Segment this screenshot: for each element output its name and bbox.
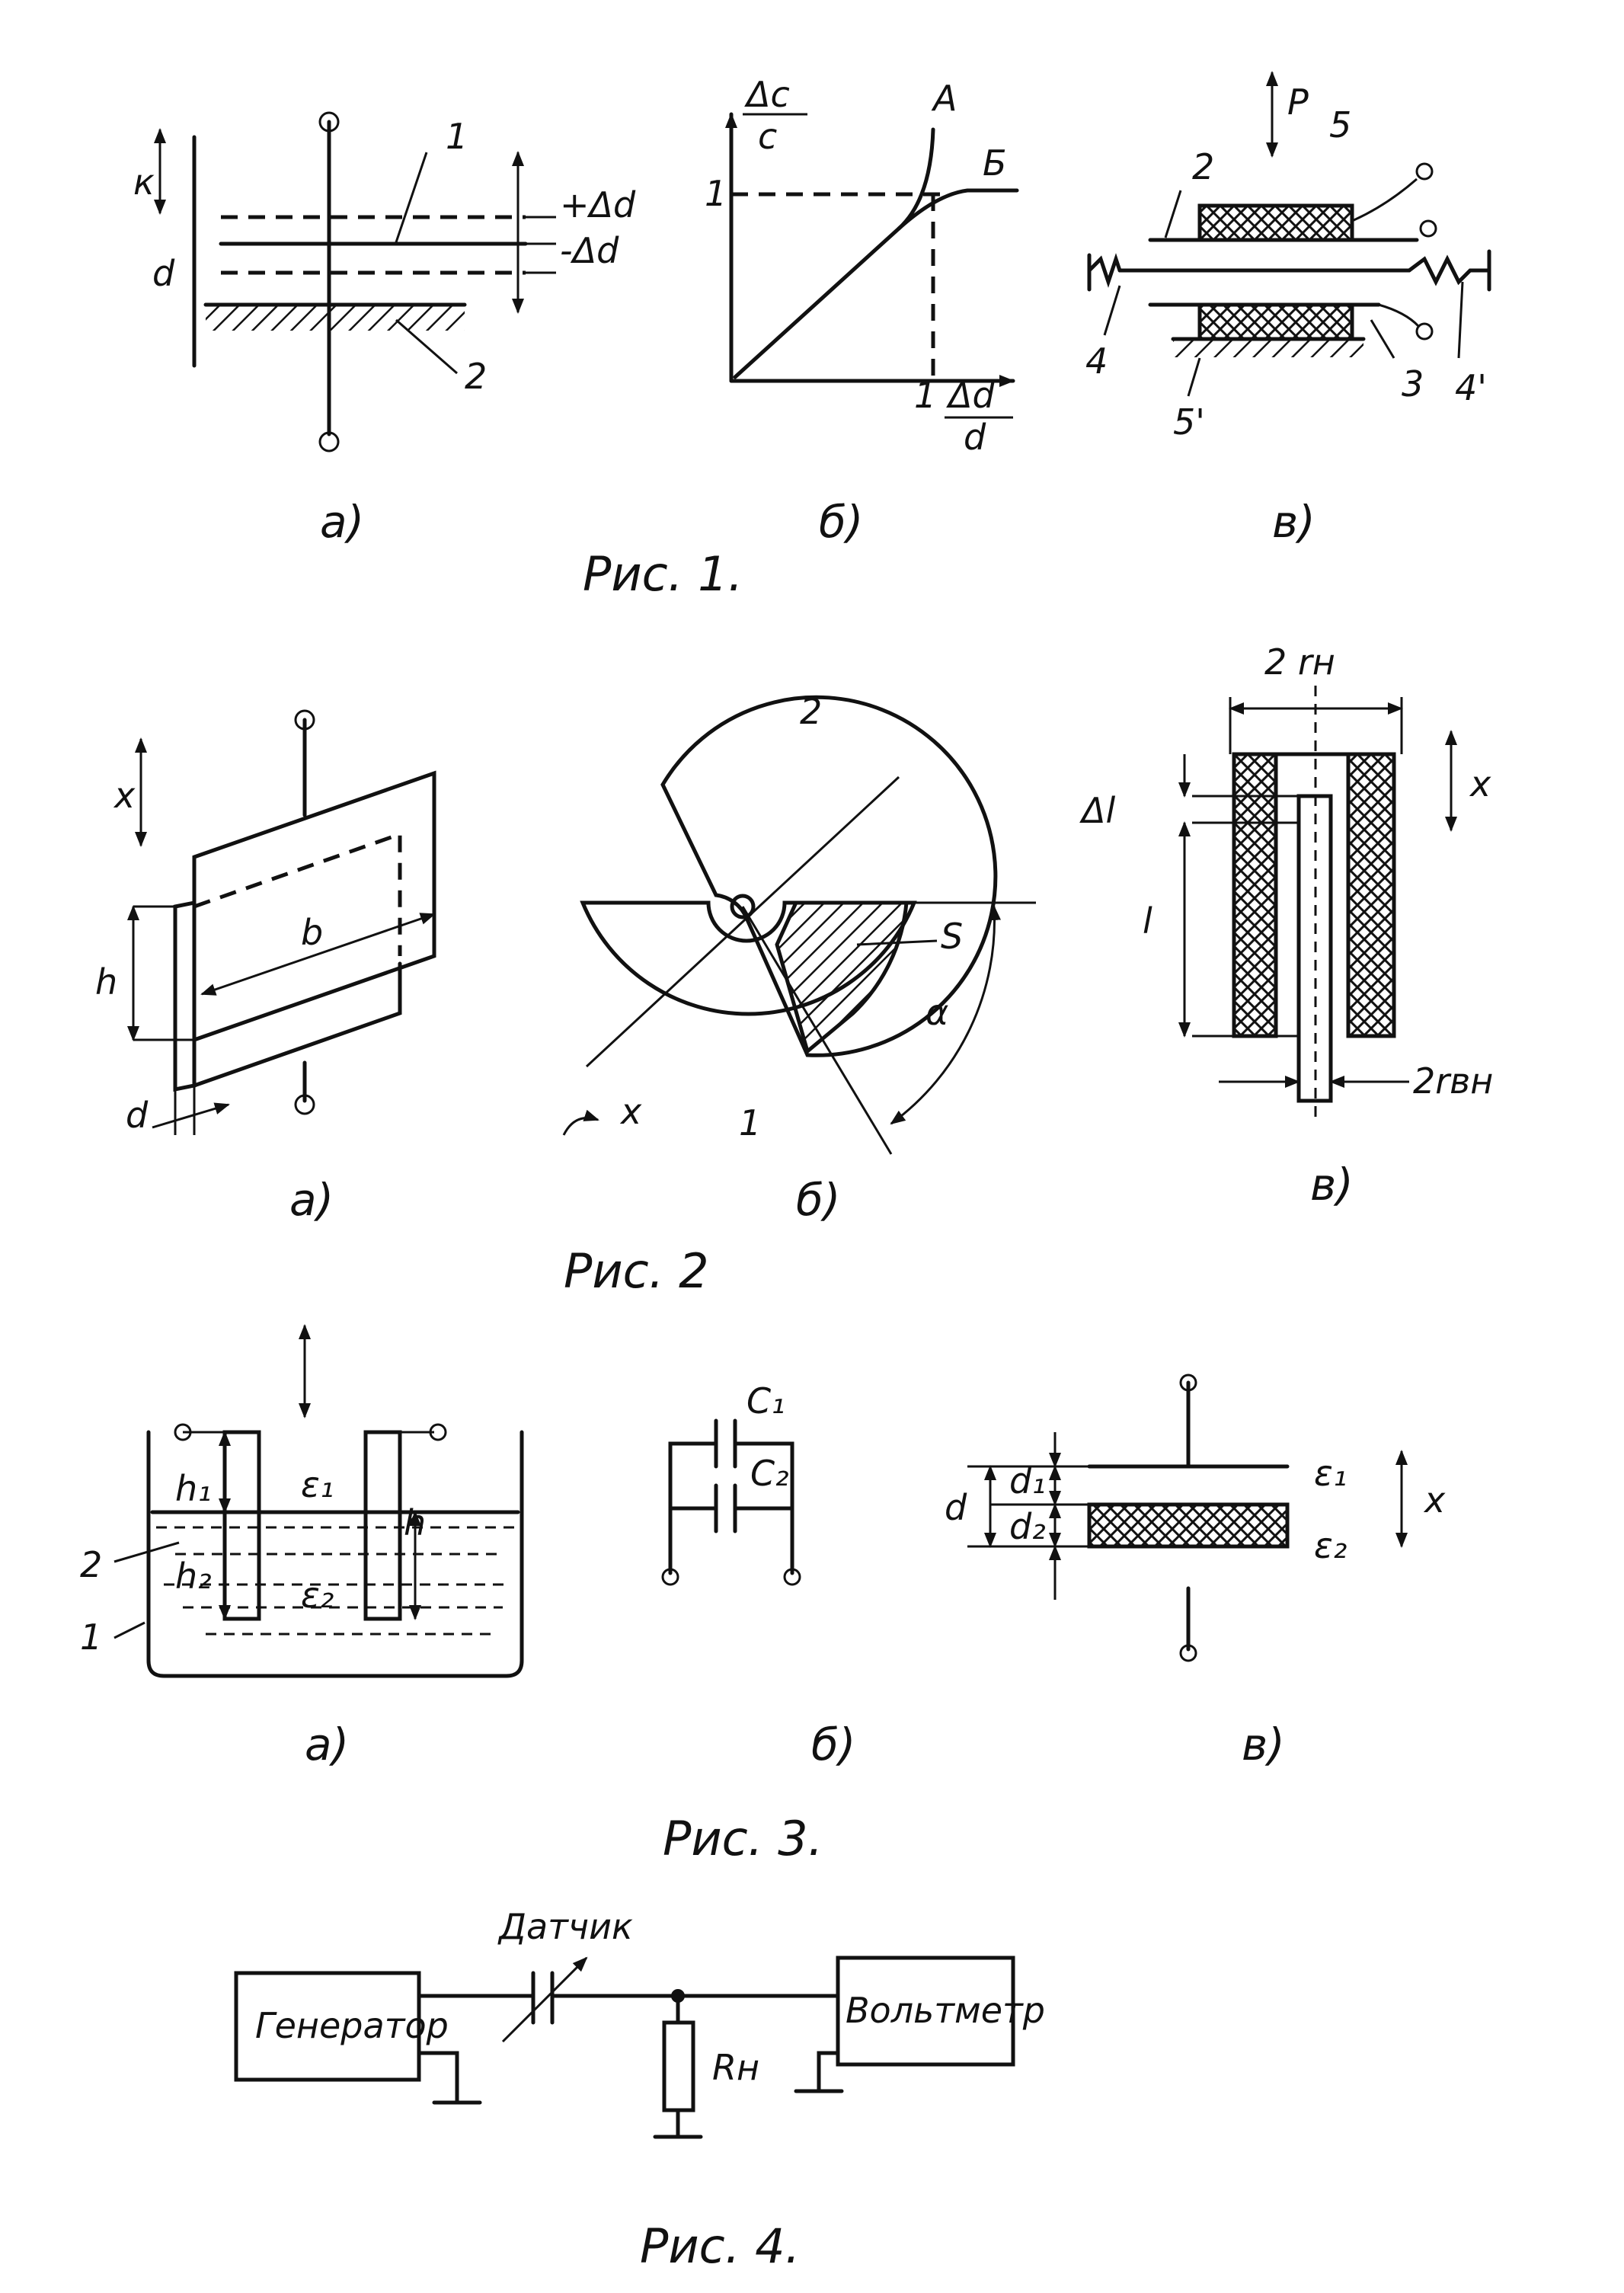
fig2-b-rotary: 2 1 S α x bbox=[562, 691, 1036, 1155]
fig2b-label-1: 1 bbox=[739, 1102, 761, 1143]
load-resistor bbox=[662, 2020, 695, 2112]
fig3-v-layered-dielectric: d d₁ d₂ ε₁ ε₂ x bbox=[945, 1374, 1446, 1662]
fig3-a-level-sensor: h₁ h₂ ε₁ ε₂ h 2 1 bbox=[80, 1324, 524, 1678]
fig3a-label-2: 2 bbox=[80, 1544, 102, 1585]
fig3-sub-b: б) bbox=[811, 1719, 855, 1770]
fig1a-k-label: к bbox=[133, 162, 155, 203]
fig1-a-parallel-plate: к d +Δd -Δd 1 2 bbox=[133, 111, 636, 453]
fig2-caption: Рис. 2 bbox=[564, 1243, 709, 1299]
fig1b-x-one: 1 bbox=[914, 375, 936, 416]
fig3v-x-label: x bbox=[1423, 1479, 1446, 1521]
fig1v-label-4: 4 bbox=[1085, 341, 1108, 382]
fig2a-h-label: h bbox=[95, 961, 117, 1003]
fig2b-alpha-label: α bbox=[925, 992, 948, 1033]
fig2v-dl-label: Δl bbox=[1079, 790, 1115, 831]
fig2v-x-label: x bbox=[1469, 763, 1491, 804]
fig2v-outer-diameter: 2 rн bbox=[1264, 641, 1335, 683]
fig3-b-equivalent-circuit: C₁ C₂ bbox=[661, 1380, 801, 1586]
generator-block bbox=[234, 1971, 421, 2082]
fig1b-x-numerator: Δd bbox=[946, 375, 995, 416]
fig3a-h2-label: h₂ bbox=[175, 1556, 212, 1597]
fig3a-label-1: 1 bbox=[80, 1617, 102, 1658]
fig1v-label-4prime: 4' bbox=[1455, 367, 1487, 408]
fig2v-inner-diameter: 2rвн bbox=[1413, 1060, 1493, 1102]
generator-label: Генератор bbox=[255, 2005, 449, 2046]
fig1a-d-label: d bbox=[152, 253, 175, 294]
fig2-sub-v: в) bbox=[1310, 1159, 1354, 1210]
voltmeter-label: Вольтметр bbox=[846, 1990, 1045, 2031]
fig3a-eps1-label: ε₁ bbox=[301, 1464, 334, 1505]
fig1a-minus-dd-label: -Δd bbox=[560, 230, 619, 271]
fig2-sub-a: а) bbox=[289, 1174, 334, 1226]
fig3v-d1-label: d₁ bbox=[1009, 1460, 1046, 1501]
fig1-sub-b: б) bbox=[819, 496, 863, 548]
fig3-sub-a: а) bbox=[305, 1719, 349, 1770]
fig3v-d2-label: d₂ bbox=[1009, 1506, 1046, 1547]
fig1a-label-2: 2 bbox=[465, 356, 487, 397]
fig3b-c2-label: C₂ bbox=[750, 1453, 789, 1494]
fig2a-d-label: d bbox=[126, 1095, 149, 1136]
fig1b-x-denominator: d bbox=[964, 417, 986, 458]
fig4-caption: Рис. 4. bbox=[640, 2218, 800, 2274]
fig3a-eps2-label: ε₂ bbox=[301, 1575, 334, 1616]
load-label: Rн bbox=[712, 2047, 759, 2088]
fig1b-y-denominator: c bbox=[758, 116, 777, 157]
fig2-v-coaxial: 2 rн Δl l x 2rвн bbox=[1079, 641, 1493, 1120]
fig1v-p-label: P bbox=[1287, 82, 1309, 123]
fig1-sub-v: в) bbox=[1272, 496, 1316, 548]
fig3-caption: Рис. 3. bbox=[663, 1811, 823, 1866]
fig2b-s-label: S bbox=[941, 916, 963, 957]
fig3b-c1-label: C₁ bbox=[746, 1380, 785, 1422]
fig2b-x-label: x bbox=[619, 1091, 642, 1132]
fig1v-label-2: 2 bbox=[1192, 146, 1214, 187]
fig3-sub-v: в) bbox=[1242, 1719, 1285, 1770]
fig2-a-overlap-plates: x h b d bbox=[95, 709, 436, 1136]
fig2a-b-label: b bbox=[301, 912, 323, 953]
fig2a-x-label: x bbox=[113, 775, 136, 816]
fig1b-y-one: 1 bbox=[705, 173, 727, 214]
fig1a-plus-dd-label: +Δd bbox=[560, 184, 636, 225]
fig1v-label-5prime: 5' bbox=[1173, 401, 1205, 443]
fig1a-label-1: 1 bbox=[446, 116, 468, 157]
fig1b-y-numerator: Δc bbox=[744, 74, 790, 115]
fig2b-label-2: 2 bbox=[800, 691, 822, 732]
fig1v-label-5: 5 bbox=[1329, 104, 1351, 146]
sensor-label: Датчик bbox=[497, 1906, 633, 1947]
fig1b-curve-b-label: Б bbox=[983, 142, 1007, 184]
fig1-b-graph: Δc c 1 1 Δd d А Б bbox=[705, 74, 1019, 458]
fig1-v-differential: P 2 5 4 5' 3 4' bbox=[1085, 71, 1491, 443]
fig1v-label-3: 3 bbox=[1402, 363, 1424, 405]
fig1b-curve-a-label: А bbox=[931, 78, 957, 119]
fig3a-h1-label: h₁ bbox=[175, 1468, 212, 1509]
fig3a-h-label: h bbox=[404, 1502, 426, 1543]
fig3v-eps1-label: ε₁ bbox=[1314, 1453, 1347, 1494]
fig1-sub-a: а) bbox=[320, 496, 364, 548]
fig1-caption: Рис. 1. bbox=[583, 546, 743, 602]
fig3v-eps2-label: ε₂ bbox=[1314, 1525, 1347, 1566]
fig2-sub-b: б) bbox=[796, 1174, 840, 1226]
fig2v-l-label: l bbox=[1143, 900, 1152, 942]
fig4-measurement-circuit: Генератор Вольтметр Датчик Rн bbox=[234, 1906, 1045, 2139]
fig3v-d-label: d bbox=[945, 1487, 967, 1528]
voltmeter-block bbox=[836, 1956, 1015, 2067]
